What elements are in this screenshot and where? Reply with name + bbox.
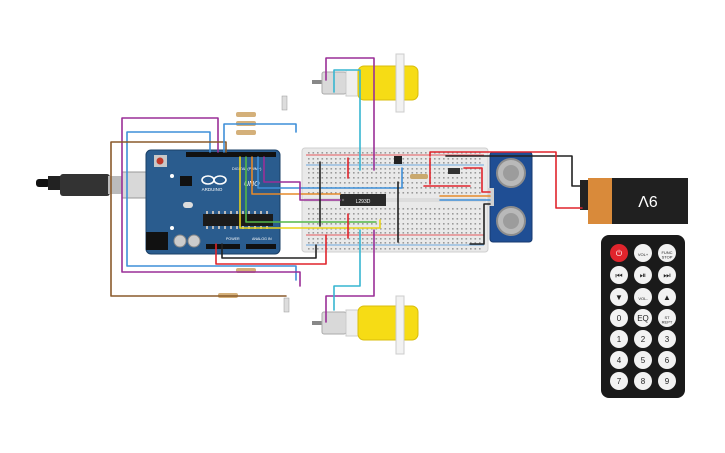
usb-cable — [36, 171, 157, 199]
remote-button-prev[interactable]: ⏮ — [610, 266, 628, 284]
arduino-brand-label: ARDUINO — [202, 187, 223, 192]
remote-button-power[interactable]: ⏻ — [610, 244, 628, 262]
remote-button-9[interactable]: 9 — [658, 372, 676, 390]
ultrasonic-sensor — [488, 151, 533, 243]
resistors-top — [236, 95, 288, 135]
arduino-board: ARDUINO UNO DIGITAL (PWM~) POWER ANALOG … — [145, 149, 281, 255]
wires — [110, 57, 583, 323]
resistors-bottom — [218, 268, 290, 313]
wire-yellow-signal — [239, 156, 381, 229]
chip-label: L293D — [356, 199, 371, 205]
svg-text:⏭: ⏭ — [663, 271, 670, 280]
atmega-chip — [203, 214, 273, 226]
analog-header-label: ANALOG IN — [252, 237, 272, 241]
digital-header-label: DIGITAL (PWM~) — [232, 167, 262, 171]
wire-red-rail — [215, 234, 327, 265]
battery-9v: 9V — [580, 178, 688, 224]
wire-purple-signal — [263, 156, 341, 201]
remote-button-0[interactable]: 0 — [610, 309, 628, 327]
power-header — [206, 244, 240, 249]
ir-receiver — [394, 156, 402, 164]
remote-button-down[interactable]: ▼ — [610, 288, 628, 306]
svg-text:3: 3 — [665, 335, 670, 344]
wire-red-battery — [429, 151, 583, 209]
remote-button-eq[interactable]: EQ — [634, 309, 652, 327]
remote-button-7[interactable]: 7 — [610, 372, 628, 390]
svg-text:9: 9 — [665, 377, 670, 386]
power-header-label: POWER — [226, 237, 240, 241]
svg-text:5: 5 — [641, 356, 646, 365]
wire-cyan-motor-bottom — [333, 229, 361, 311]
svg-text:0: 0 — [617, 314, 622, 323]
remote-button-2[interactable]: 2 — [634, 330, 652, 348]
wire-brown-left — [110, 141, 287, 297]
wire-black-sensor — [469, 203, 491, 245]
wire-purple-motor-top — [325, 57, 375, 171]
arduino-logo — [201, 175, 227, 185]
wire-blue-top — [223, 123, 297, 153]
dc-motor-top — [312, 53, 419, 113]
svg-text:VOL+: VOL+ — [638, 252, 649, 257]
dc-motor-bottom — [312, 295, 419, 355]
wire-purple-left — [121, 117, 301, 287]
remote-button-5[interactable]: 5 — [634, 351, 652, 369]
wire-black-rail — [221, 243, 317, 259]
remote-button-6[interactable]: 6 — [658, 351, 676, 369]
wire-blue-left — [126, 131, 297, 281]
analog-header — [246, 244, 276, 249]
wire-cyan-motor-top — [333, 69, 361, 171]
motor-driver-chip: L293D — [340, 194, 386, 206]
svg-text:1: 1 — [617, 335, 622, 344]
small-capacitor — [448, 168, 460, 174]
remote-button-vol-[interactable]: VOL+ — [634, 244, 652, 262]
svg-text:▼: ▼ — [615, 293, 623, 302]
breadboard-resistor — [410, 174, 428, 179]
wire-orange-signal — [251, 156, 341, 195]
remote-button-1[interactable]: 1 — [610, 330, 628, 348]
svg-text:4: 4 — [617, 356, 622, 365]
remote-button-play[interactable]: ⏯ — [634, 266, 652, 284]
wire-purple-motor-bottom — [325, 229, 375, 323]
svg-text:8: 8 — [641, 377, 646, 386]
svg-text:⏻: ⏻ — [616, 249, 623, 258]
remote-button-4[interactable]: 4 — [610, 351, 628, 369]
digital-header — [186, 152, 276, 157]
svg-text:EQ: EQ — [637, 314, 649, 323]
svg-text:⏯: ⏯ — [640, 271, 646, 280]
remote-button-up[interactable]: ▲ — [658, 288, 676, 306]
remote-button-next[interactable]: ⏭ — [658, 266, 676, 284]
battery-label: 9V — [638, 192, 658, 209]
wire-green-signal — [245, 156, 377, 223]
svg-text:▲: ▲ — [663, 293, 671, 302]
wire-blue-signal — [257, 156, 403, 189]
wire-black-battery — [445, 155, 583, 187]
remote-button-8[interactable]: 8 — [634, 372, 652, 390]
wire-red-sensor — [463, 167, 491, 193]
dc-jack — [146, 232, 168, 250]
remote-button-vol-[interactable]: VOL- — [634, 288, 652, 306]
svg-text:2: 2 — [641, 335, 646, 344]
svg-text:⏮: ⏮ — [615, 271, 622, 280]
svg-text:6: 6 — [665, 356, 670, 365]
remote-button-3[interactable]: 3 — [658, 330, 676, 348]
svg-text:VOL-: VOL- — [638, 296, 648, 301]
svg-text:7: 7 — [617, 377, 622, 386]
